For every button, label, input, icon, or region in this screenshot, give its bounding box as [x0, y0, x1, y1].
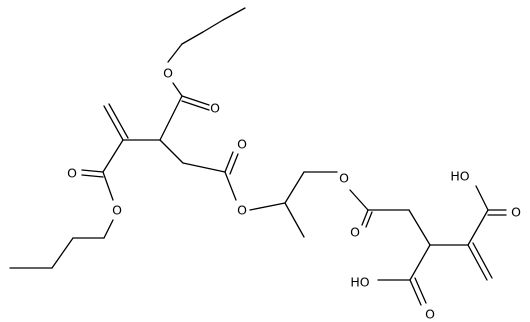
bond: [202, 19, 224, 33]
atom-label-hydroxyl: HO: [350, 275, 369, 290]
bond: [181, 100, 210, 111]
bond: [108, 103, 129, 139]
bond: [181, 31, 204, 45]
bond: [224, 151, 234, 173]
bond: [182, 162, 226, 173]
atom-label-oxygen: O: [210, 101, 220, 116]
bond: [229, 153, 239, 175]
bond: [159, 139, 184, 164]
atom-labels: O O O O O O O O HO O HO O: [67, 66, 521, 322]
bond: [159, 95, 183, 141]
left-core: [81, 103, 226, 201]
bond: [284, 202, 305, 238]
bond: [284, 171, 305, 204]
atom-label-oxygen: O: [237, 203, 247, 218]
atom-label-oxygen: O: [425, 307, 435, 322]
bond: [361, 209, 369, 226]
bond: [102, 171, 114, 201]
bond: [365, 211, 373, 228]
bond: [224, 171, 237, 201]
bond: [81, 174, 104, 178]
middle-carbonyl: [224, 151, 239, 201]
bond: [467, 244, 488, 281]
left-butyl-chain: [9, 219, 114, 269]
atom-label-oxygen: O: [237, 137, 247, 152]
right-ester-group: [349, 189, 410, 228]
top-butyl-chain: [167, 7, 246, 63]
bond: [409, 279, 422, 306]
atom-label-oxygen: O: [67, 166, 77, 181]
bond: [103, 219, 114, 239]
bond: [409, 244, 431, 281]
atom-label-oxygen: O: [112, 203, 122, 218]
bond: [103, 105, 124, 141]
bond: [414, 277, 427, 304]
bond: [167, 43, 183, 63]
atom-label-oxygen: O: [163, 66, 173, 81]
bond: [51, 237, 74, 269]
atom-label-hydroxyl: HO: [450, 169, 469, 184]
atom-label-oxygen: O: [511, 205, 521, 220]
top-ester-group: [159, 82, 210, 141]
atom-label-oxygen: O: [339, 171, 349, 186]
bond: [408, 209, 431, 246]
bond: [249, 202, 286, 211]
right-diacid-core: [377, 185, 507, 306]
bond: [467, 209, 489, 246]
bond: [349, 189, 369, 211]
glycol-linker: [249, 171, 338, 238]
atom-label-oxygen: O: [350, 225, 360, 240]
bond: [102, 139, 124, 173]
bond: [472, 242, 493, 279]
bond: [172, 82, 183, 97]
bond: [475, 185, 489, 211]
bond: [81, 169, 104, 173]
bond: [181, 95, 210, 106]
bond: [222, 7, 246, 21]
